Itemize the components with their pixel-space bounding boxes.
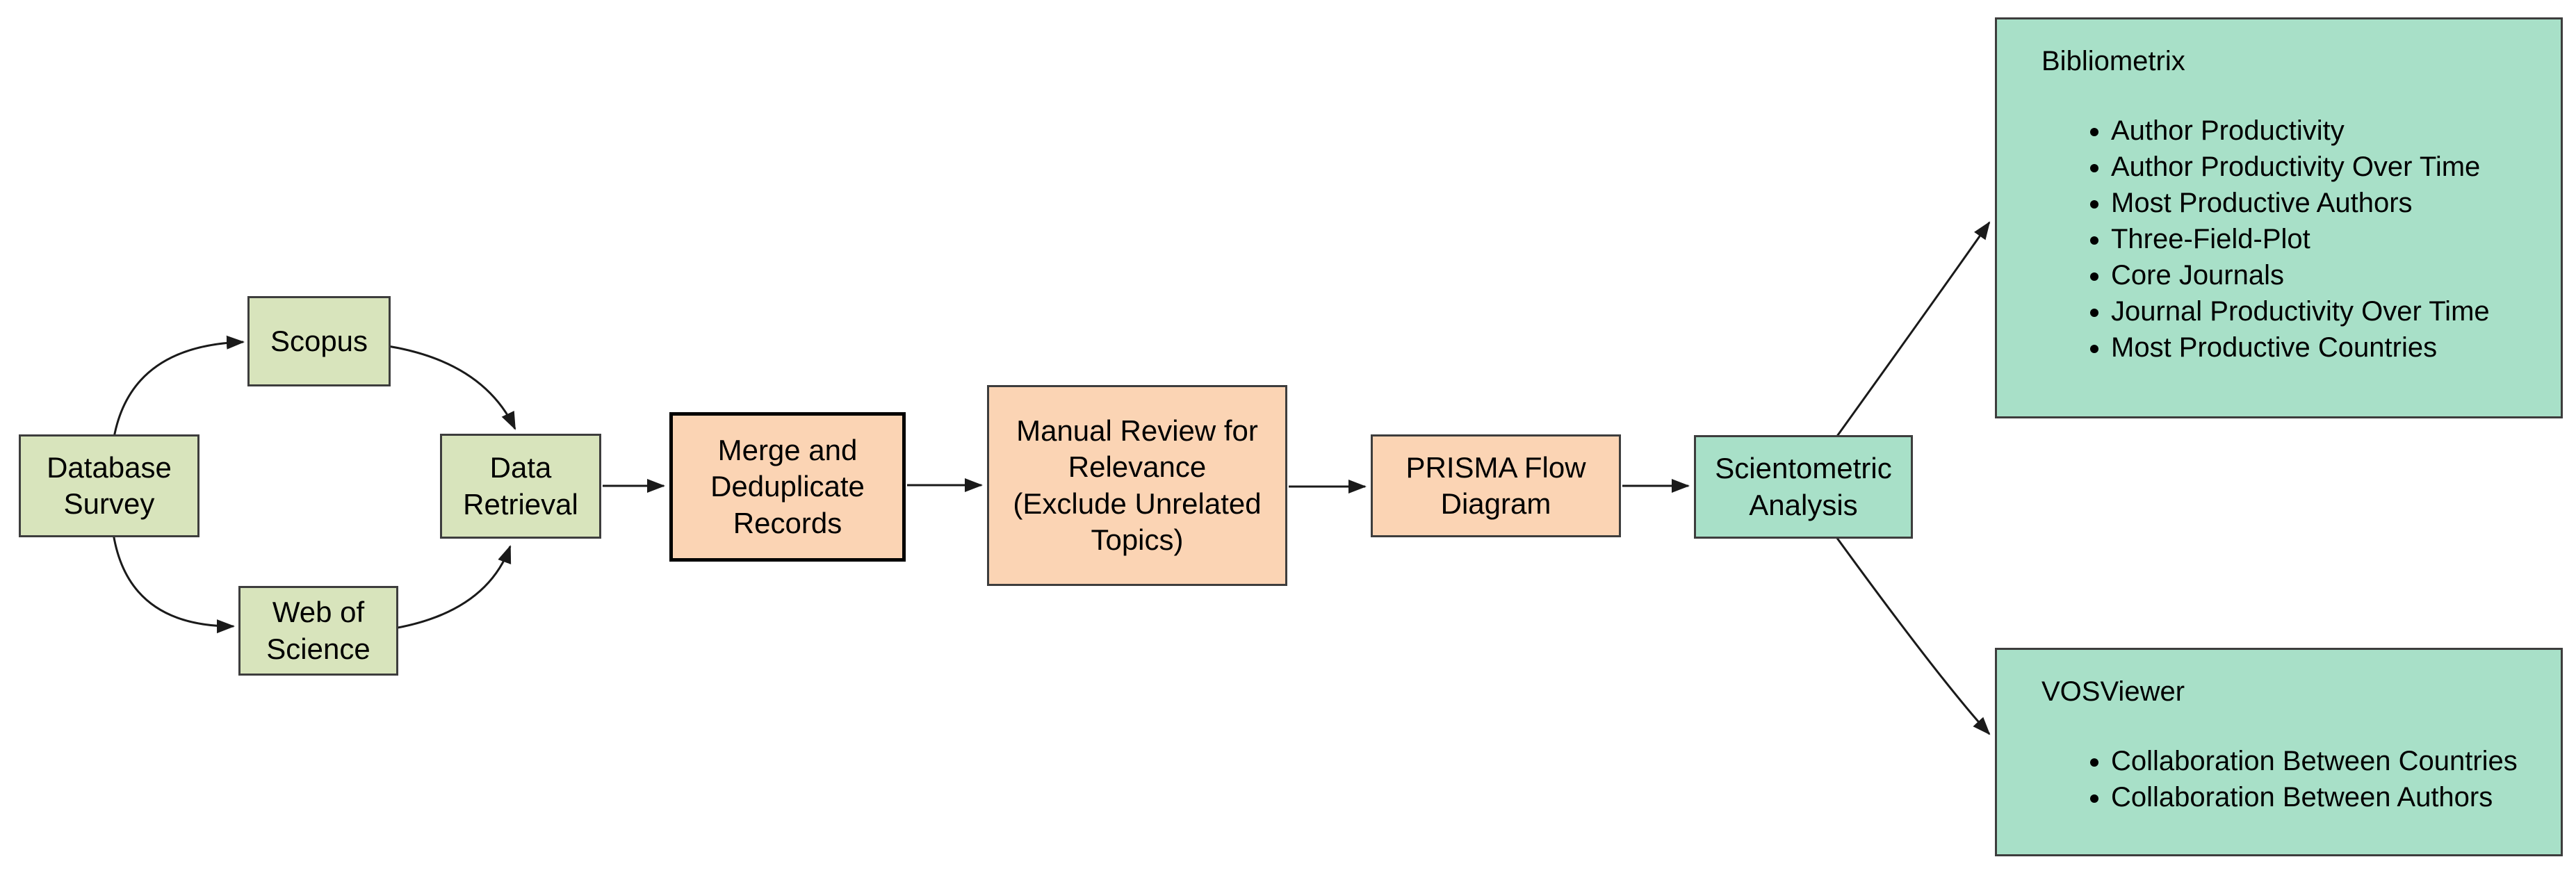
arrow-scientometric-to-vosviewer	[1804, 494, 1991, 735]
list-item: Journal Productivity Over Time	[2111, 293, 2540, 329]
node-prisma-label: PRISMA Flow Diagram	[1405, 450, 1586, 521]
panel-vosviewer-title: VOSViewer	[2041, 676, 2185, 707]
node-scientometric-label: Scientometric Analysis	[1715, 452, 1892, 521]
list-item: Most Productive Countries	[2111, 329, 2540, 366]
node-data-retrieval-label: Data Retrieval	[463, 451, 578, 521]
node-scopus: Scopus	[247, 296, 391, 386]
list-item: Core Journals	[2111, 257, 2540, 293]
panel-bibliometrix-list: Author Productivity Author Productivity …	[2041, 113, 2540, 366]
node-data-retrieval: Data Retrieval	[440, 434, 601, 539]
list-item: Three-Field-Plot	[2111, 221, 2540, 257]
node-scientometric-analysis: Scientometric Analysis	[1694, 435, 1913, 539]
list-item: Author Productivity	[2111, 113, 2540, 149]
panel-bibliometrix: Bibliometrix Author Productivity Author …	[1995, 17, 2563, 418]
list-item: Most Productive Authors	[2111, 185, 2540, 221]
list-item: Collaboration Between Authors	[2111, 779, 2540, 815]
arrow-scopus-to-data-retrieval	[378, 343, 516, 430]
node-database-survey: Database Survey	[19, 434, 199, 537]
node-web-of-science-label: Web of Science	[266, 596, 370, 665]
node-merge-and-deduplicate-records: Merge and Deduplicate Records	[669, 412, 906, 562]
panel-vosviewer-list: Collaboration Between Countries Collabor…	[2041, 743, 2540, 815]
panel-vosviewer: VOSViewer Collaboration Between Countrie…	[1995, 648, 2563, 856]
arrow-web-of-science-to-data-retrieval	[380, 545, 512, 632]
node-prisma-flow-diagram: PRISMA Flow Diagram	[1371, 434, 1621, 537]
arrow-scientometric-to-bibliometrix	[1804, 221, 1991, 480]
node-manual-review-label: Manual Review for Relevance (Exclude Unr…	[1013, 414, 1262, 557]
node-database-survey-label: Database Survey	[47, 450, 172, 521]
node-manual-review-for-relevance: Manual Review for Relevance (Exclude Unr…	[987, 385, 1287, 586]
list-item: Collaboration Between Countries	[2111, 743, 2540, 779]
node-web-of-science: Web of Science	[238, 586, 398, 676]
panel-bibliometrix-title: Bibliometrix	[2041, 46, 2185, 76]
node-merge-label: Merge and Deduplicate Records	[710, 433, 865, 539]
list-item: Author Productivity Over Time	[2111, 149, 2540, 185]
node-scopus-label: Scopus	[270, 324, 368, 357]
